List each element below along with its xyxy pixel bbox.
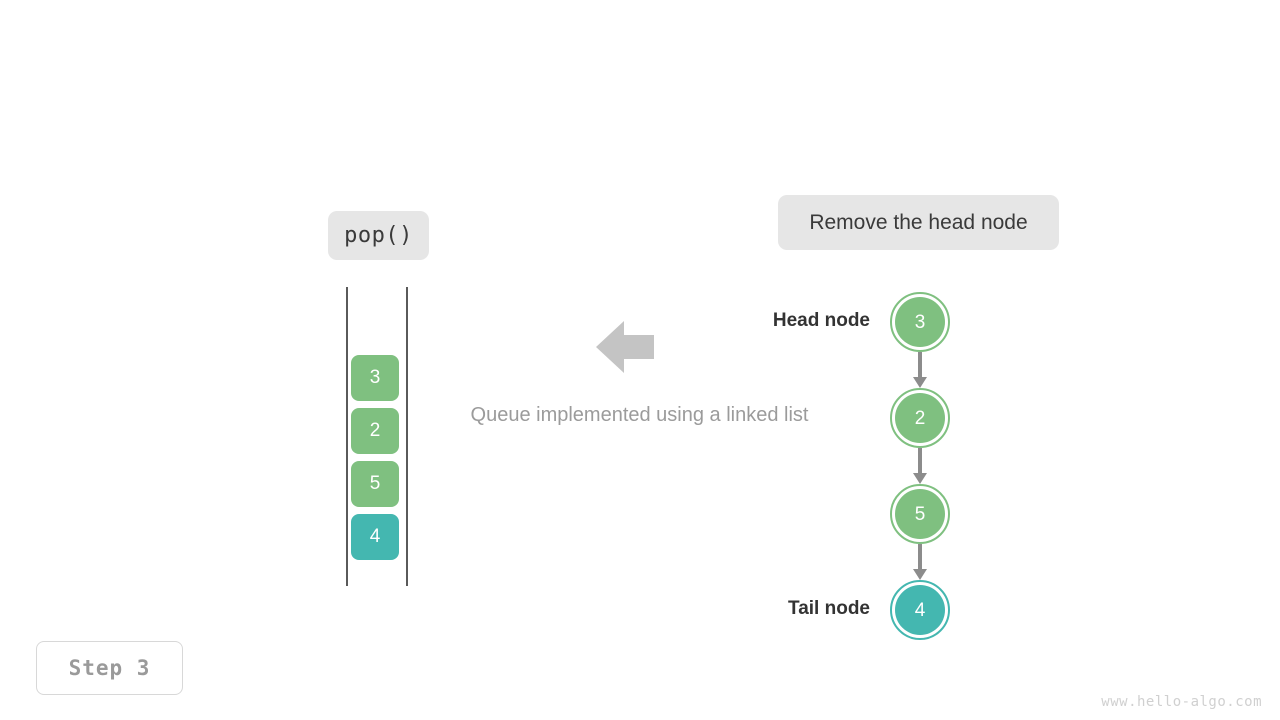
queue-cell-value: 5	[369, 473, 381, 494]
operation-badge: pop()	[328, 211, 429, 260]
queue-cell-value: 3	[369, 367, 381, 388]
node-ring	[890, 388, 950, 448]
queue-cell-value: 2	[369, 420, 381, 441]
linked-list-edge-arrow-icon	[913, 448, 927, 484]
node-ring	[890, 580, 950, 640]
node-core	[895, 585, 945, 635]
queue-cell: 4	[351, 514, 399, 560]
queue-cell: 5	[351, 461, 399, 507]
node-value: 4	[914, 599, 926, 621]
node-value: 3	[914, 311, 926, 333]
queue-cell: 3	[351, 355, 399, 401]
tail-node-label: Tail node	[788, 598, 870, 619]
queue-cell-value: 4	[369, 526, 381, 547]
node-ring	[890, 292, 950, 352]
queue-rail-right	[406, 287, 408, 586]
head-node-label: Head node	[772, 310, 870, 331]
step-badge: Step 3	[36, 641, 183, 695]
linked-list-node: 2	[890, 388, 950, 448]
linked-list-edge-arrow-icon	[913, 544, 927, 580]
linked-list: 3 2 5 4	[890, 292, 950, 640]
linked-list-node: 3	[890, 292, 950, 352]
linked-list-node: 5	[890, 484, 950, 544]
operation-description-badge: Remove the head node	[778, 195, 1059, 250]
node-core	[895, 393, 945, 443]
node-core	[895, 297, 945, 347]
node-ring	[890, 484, 950, 544]
linked-list-edge-arrow-icon	[913, 352, 927, 388]
queue-array-container: 3 2 5 4	[346, 287, 408, 586]
node-core	[895, 489, 945, 539]
linked-list-node: 4	[890, 580, 950, 640]
queue-rail-left	[346, 287, 348, 586]
node-value: 2	[914, 407, 926, 429]
queue-cell: 2	[351, 408, 399, 454]
flow-arrow-left-icon	[596, 320, 654, 374]
watermark: www.hello-algo.com	[1101, 694, 1262, 710]
node-value: 5	[914, 503, 926, 525]
diagram-caption: Queue implemented using a linked list	[470, 404, 809, 426]
